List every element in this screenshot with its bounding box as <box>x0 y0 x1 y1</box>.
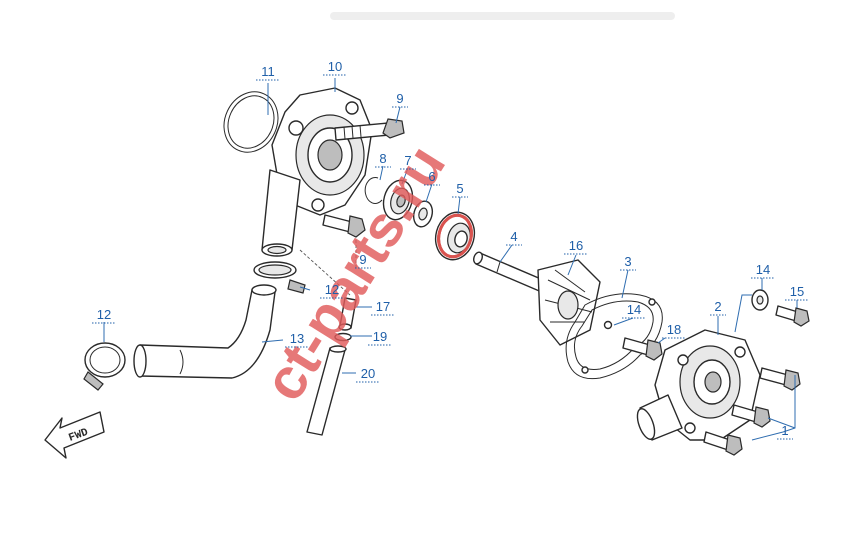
callout-14-upper: 14 <box>756 262 770 277</box>
callout-9-upper: 9 <box>396 91 403 106</box>
callout-10: 10 <box>328 59 342 74</box>
callout-17: 17 <box>376 299 390 314</box>
washer-part <box>412 200 434 228</box>
washer-14a-part <box>751 289 769 311</box>
callout-15: 15 <box>790 284 804 299</box>
circlip-part <box>364 177 383 204</box>
bolt-1c-part <box>703 431 743 456</box>
fitting-washer-part <box>334 332 352 342</box>
mechanical-seal-part <box>434 211 476 261</box>
o-ring-part <box>223 91 279 153</box>
bolt-upper-part <box>334 118 405 141</box>
leader-lines <box>103 78 798 441</box>
seal-highlight-ring <box>437 213 473 259</box>
bolt-15-part <box>775 305 810 327</box>
callout-9-lower: 9 <box>359 252 366 267</box>
hose-fitting-part <box>338 297 357 331</box>
impeller-part <box>537 259 601 346</box>
hose-clamp-upper-part <box>253 261 306 294</box>
drain-tube-part <box>306 345 347 436</box>
hose-clamp-lower-part <box>83 342 126 391</box>
callout-12-lower: 12 <box>97 307 111 322</box>
bolt-1b-part <box>731 404 771 428</box>
callout-labels: 1 2 3 4 5 6 7 8 9 9 10 11 12 12 13 14 14… <box>97 59 804 438</box>
callout-12-upper: 12 <box>325 282 339 297</box>
callout-6: 6 <box>428 169 435 184</box>
callout-2: 2 <box>714 299 721 314</box>
callout-8: 8 <box>379 151 386 166</box>
callout-4: 4 <box>510 229 517 244</box>
callout-3: 3 <box>624 254 631 269</box>
bolt-18-part <box>622 337 663 361</box>
callout-14-lower: 14 <box>627 302 641 317</box>
coolant-hose-part <box>133 284 277 379</box>
callout-7: 7 <box>404 153 411 168</box>
bolt-1a-part <box>759 367 801 391</box>
callout-18: 18 <box>667 322 681 337</box>
callout-11: 11 <box>261 64 275 79</box>
bolt-lower-part <box>322 214 366 270</box>
callout-16: 16 <box>569 238 583 253</box>
callout-5: 5 <box>456 181 463 196</box>
header-strip <box>330 12 675 20</box>
callout-19: 19 <box>373 329 387 344</box>
assembly-guide-line <box>299 249 351 296</box>
callout-1: 1 <box>781 423 788 438</box>
callout-20: 20 <box>361 366 375 381</box>
callout-underlines <box>92 74 809 440</box>
fwd-arrow-icon: FWD <box>44 411 105 459</box>
callout-13: 13 <box>290 331 304 346</box>
